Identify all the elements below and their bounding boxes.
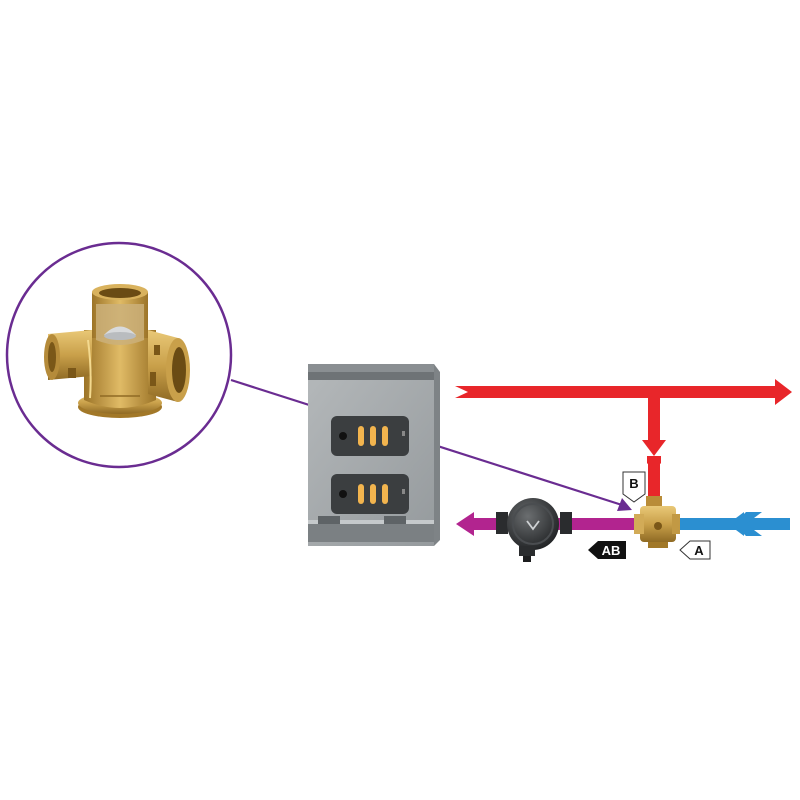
mixing-valve-icon — [634, 496, 680, 548]
valve-detail-callout — [5, 241, 233, 469]
port-label-ab: AB — [588, 541, 626, 559]
brass-tee-valve-body-icon — [44, 284, 190, 418]
circulation-pump-icon — [496, 498, 572, 562]
port-label-b-text: B — [629, 476, 638, 491]
port-label-b: B — [622, 471, 646, 503]
hot-water-line — [455, 379, 792, 500]
port-label-a: A — [679, 540, 711, 560]
port-label-a-text: A — [694, 543, 704, 558]
cold-water-line — [676, 512, 790, 536]
port-label-ab-text: AB — [602, 543, 621, 558]
control-module-lower — [331, 474, 409, 514]
boiler-unit-icon — [308, 364, 440, 546]
control-module-upper — [331, 416, 409, 456]
